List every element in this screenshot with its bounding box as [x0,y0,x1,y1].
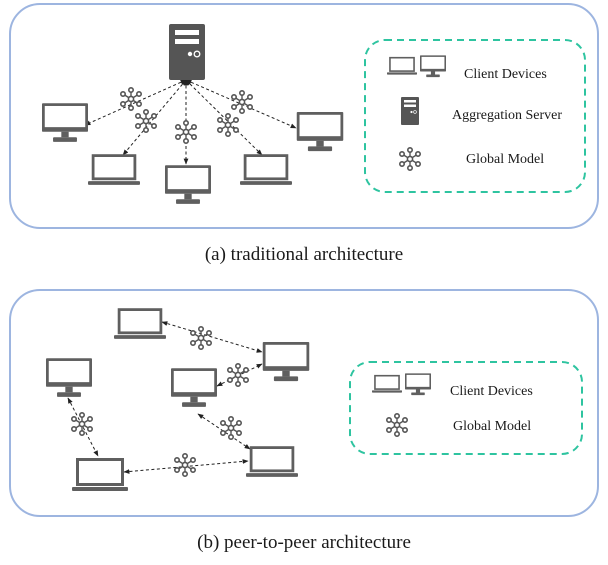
client-laptop-icon [240,154,292,185]
legend: Client Devices Aggregation Server Global… [364,39,586,193]
caption-traditional: (a) traditional architecture [204,244,404,265]
peer-laptop-icon [72,458,128,491]
panel-frame [9,289,599,517]
global-model-icon [71,412,93,436]
global-model-icon [135,109,157,133]
client-laptop-icon [88,154,140,185]
global-model-icon [385,413,409,437]
peer-monitor-icon [171,368,217,407]
client-devices-icon [387,56,417,75]
peer-laptop-icon [114,308,166,339]
global-model-icon [190,326,212,350]
client-devices-icon [372,374,402,393]
legend-label: Client Devices [464,67,547,82]
global-model-icon [398,147,422,171]
client-monitor-icon [42,103,88,142]
global-model-icon [227,363,249,387]
legend-frame [349,361,583,455]
global-model-icon [220,416,242,440]
global-model-icon [231,90,253,114]
panel-frame [9,3,599,229]
server-icon [401,96,419,126]
client-monitor-icon [165,165,211,204]
legend-label: Global Model [453,419,531,434]
legend-label: Aggregation Server [452,108,562,123]
client-devices-icon [405,373,431,396]
aggregation-server-icon [169,24,205,80]
peer-monitor-icon [262,342,310,382]
panel-peer-to-peer: Client Devices Global Model [9,289,599,517]
caption-peer-to-peer: (b) peer-to-peer architecture [197,532,411,553]
client-monitor-icon [296,112,344,152]
peer-laptop-icon [246,446,298,477]
global-model-icon [175,120,197,144]
legend: Client Devices Global Model [349,361,583,455]
panel-traditional: Client Devices Aggregation Server Global… [9,3,599,229]
client-devices-icon [420,55,446,78]
server-connections [84,79,297,165]
legend-frame [364,39,586,193]
global-model-icon [174,453,196,477]
legend-label: Client Devices [450,384,533,399]
peer-monitor-icon [46,358,92,397]
legend-label: Global Model [466,152,544,167]
peer-connections [67,321,263,474]
global-model-icon [120,87,142,111]
global-model-icon [217,113,239,137]
